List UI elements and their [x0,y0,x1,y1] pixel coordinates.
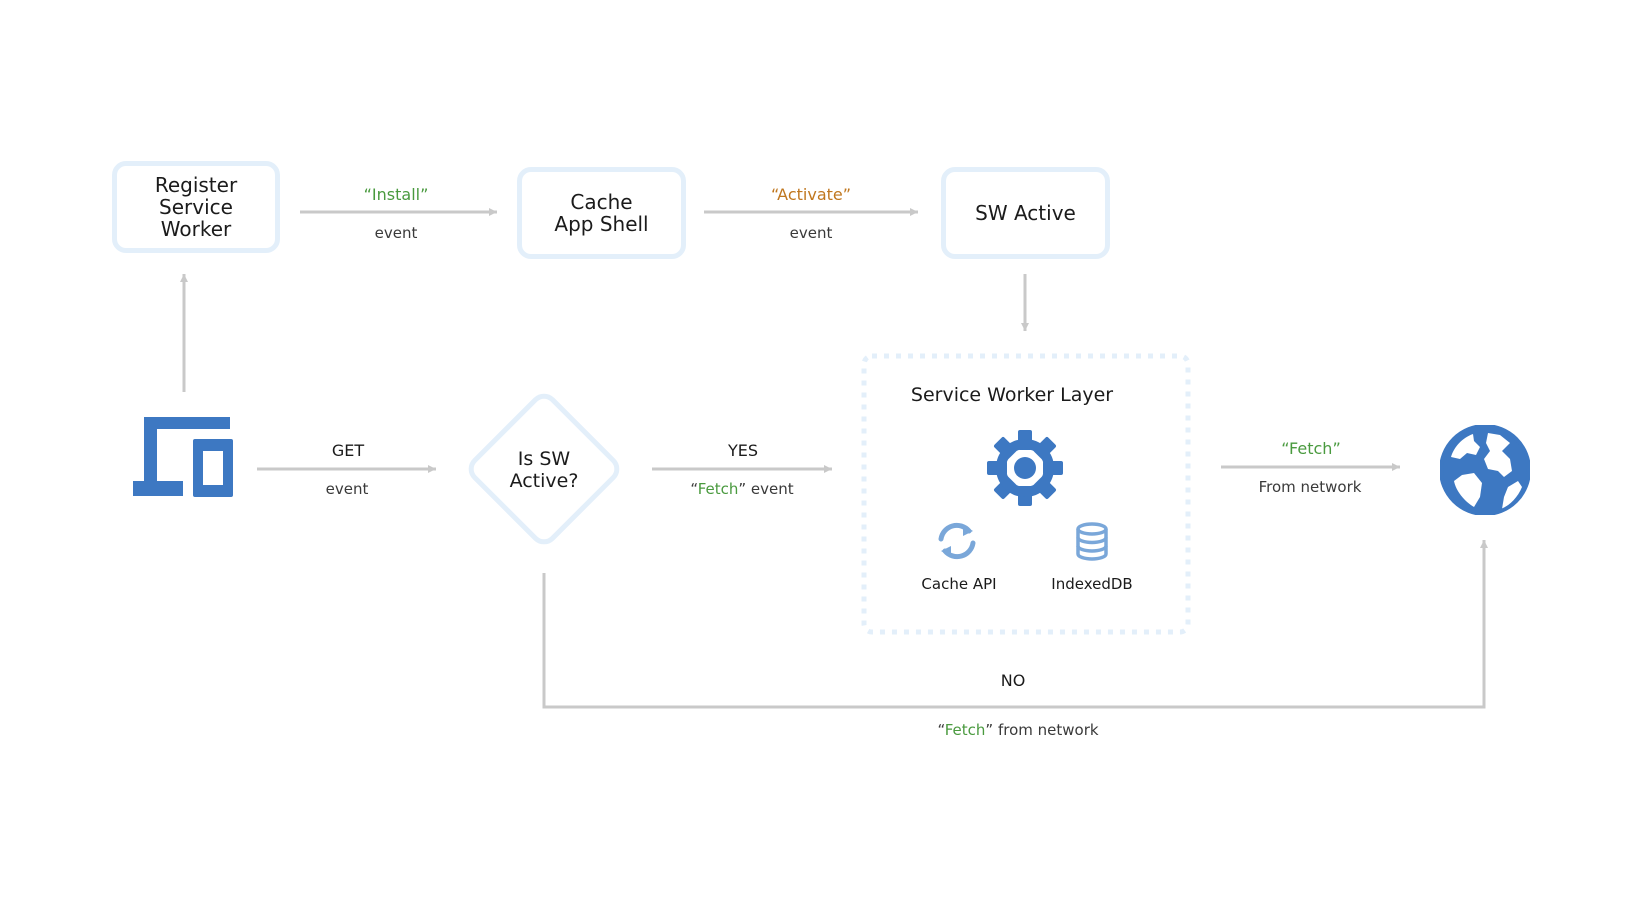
network-quote-close: ” [1332,439,1341,458]
decision-diamond [468,393,620,545]
sw-active-box: SW Active [941,167,1110,259]
no-fetch-word: Fetch [944,721,986,739]
gear-icon [987,430,1063,506]
cache-app-shell-box: Cache App Shell [517,167,686,259]
indexeddb-label: IndexedDB [1051,575,1133,593]
activate-quote-open: “ [770,185,778,204]
activate-event-label: event [789,224,833,242]
yes-fetch-event-label: “Fetch” event [690,480,793,498]
activate-word: Activate [777,185,843,204]
get-event-label: event [325,480,369,498]
cache-api-label: Cache API [921,575,997,593]
sync-icon [938,522,976,560]
globe-icon [1440,425,1530,515]
get-label: GET [331,441,365,460]
register-line1: Register [154,173,238,197]
register-line2: Service Worker [159,195,233,241]
register-service-worker-box: Register Service Worker [112,161,280,253]
yes-quote-close: ” event [738,480,794,498]
from-network-label: From network [1258,478,1362,496]
no-label: NO [1000,671,1026,690]
devices-icon [133,417,233,497]
install-word: Install [371,185,421,204]
install-quote-open: “ [363,185,372,204]
no-quote-open: “ [937,721,945,739]
network-fetch-word: Fetch [1289,439,1333,458]
install-edge-label: “Install” [364,185,429,204]
service-worker-layer-box [861,353,1191,635]
yes-fetch-word: Fetch [697,480,739,498]
install-event-label: event [374,224,418,242]
no-quote-close: ” from network [985,721,1099,739]
yes-label: YES [727,441,759,460]
activate-quote-close: ” [842,185,852,204]
no-fetch-network-label: “Fetch” from network [937,721,1098,739]
cache-line1: Cache [570,190,633,214]
decision-line2: Active? [509,470,579,492]
yes-quote-open: “ [690,480,698,498]
arrow-no-path [542,540,1488,709]
network-fetch-label: “Fetch” [1281,439,1340,458]
decision-label: Is SW Active? [484,448,604,492]
cache-line2: App Shell [554,212,649,236]
service-worker-layer-title: Service Worker Layer [910,384,1114,406]
network-quote-open: “ [1281,439,1290,458]
sw-active-label: SW Active [975,201,1076,225]
install-quote-close: ” [420,185,429,204]
decision-line1: Is SW [517,448,571,470]
activate-edge-label: “Activate” [771,185,851,204]
database-icon [1076,522,1108,561]
